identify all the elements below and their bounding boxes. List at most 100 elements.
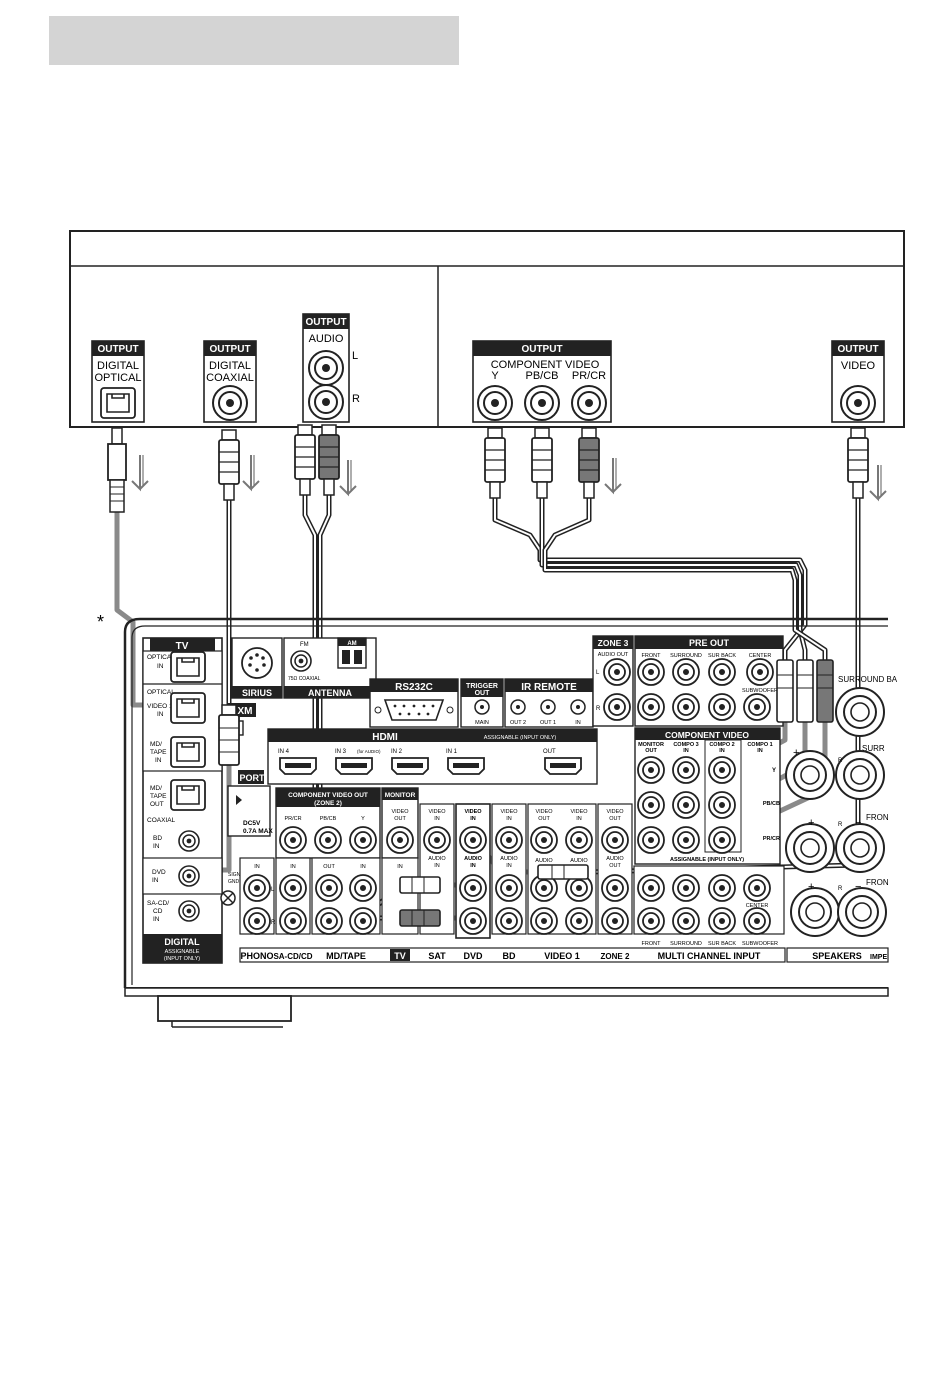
dvd-audio-in-l1: AUDIO (464, 856, 482, 862)
cv-row-pb: PB/CB (763, 801, 780, 807)
speaker-terminal-icon (785, 823, 835, 873)
bd-video-in-l2: IN (506, 816, 512, 822)
zone3-r: R (596, 706, 601, 712)
video-plug-receiver (537, 864, 589, 880)
speaker-r-2: R (838, 822, 843, 828)
cv-footer: ASSIGNABLE (INPUT ONLY) (670, 857, 744, 863)
cvo-jack-icon (349, 826, 377, 854)
fm-jack-icon (290, 650, 312, 672)
coaxial-plug-receiver (218, 704, 240, 766)
optical-plug (107, 427, 127, 513)
audio-label: AUDIO (309, 333, 344, 345)
speaker-plus-2: + (808, 817, 814, 829)
speaker-surround-back: SURROUND BA (838, 675, 898, 684)
mci-center: CENTER (746, 903, 769, 909)
speaker-plus-3: + (808, 881, 814, 893)
bd-audio-in-l2: IN (506, 863, 512, 869)
pre-out-label: PRE OUT (689, 638, 730, 648)
sat-audio-in-l2: IN (434, 863, 440, 869)
dvd-video-jack-icon (459, 826, 487, 854)
speaker-plus-1: + (793, 747, 799, 759)
fm-label: FM (300, 642, 309, 648)
speaker-terminal-icon (790, 887, 840, 937)
trigger-main-label: MAIN (475, 720, 489, 726)
label-dvd: DVD (463, 951, 483, 961)
pre-out-surback: SUR BACK (708, 653, 736, 659)
cvo-pr: PR/CR (284, 816, 301, 822)
source-digital-optical-output: OUTPUT DIGITAL OPTICAL (91, 340, 145, 423)
phono-jack-icon (243, 907, 271, 935)
output-badge-audio: OUTPUT (305, 317, 346, 328)
md-tape-out-l2: TAPE (150, 793, 167, 800)
dvd-audio-in-l2: IN (470, 863, 476, 869)
audio-left-label: L (352, 350, 358, 362)
label-phono: PHONO (240, 951, 273, 961)
md-tape-in-l2: TAPE (150, 749, 167, 756)
digital-optical-line2: OPTICAL (94, 372, 141, 384)
speaker-surr: SURR (862, 744, 885, 753)
component-plug-pb (531, 427, 553, 499)
receiver-zone3: ZONE 3 AUDIO OUT L R (592, 635, 634, 727)
arrow-down-icon (242, 454, 260, 490)
hdmi-in3-note: (for AUDIO) (357, 749, 381, 754)
z2-video-out-l1: VIDEO (606, 809, 624, 815)
source-digital-coaxial-output: OUTPUT DIGITAL COAXIAL (203, 340, 257, 423)
speaker-r-1: R (838, 758, 843, 764)
component-pb-label: PB/CB (525, 370, 558, 382)
sacd-jack-icon (279, 907, 307, 935)
hdmi-in4: IN 4 (278, 749, 290, 755)
speaker-terminal-icon (835, 750, 885, 800)
sacd-jack-icon (279, 874, 307, 902)
sirius-label: SIRIUS (242, 688, 272, 698)
antenna-label: ANTENNA (308, 688, 352, 698)
z2-jack-icon (601, 826, 629, 854)
component-y-label: Y (491, 370, 499, 382)
component-jack-icon (637, 791, 665, 819)
mci-jack-icon (672, 874, 700, 902)
trigger-label-l2: OUT (475, 690, 491, 697)
preout-jack-icon (672, 693, 700, 721)
cv-col2-l1: COMPO 3 (673, 742, 698, 748)
z2-audio-out-l1: AUDIO (606, 856, 624, 862)
receiver-chassis (123, 617, 889, 1028)
component-jack-icon (672, 791, 700, 819)
label-bd: BD (503, 951, 516, 961)
v1-jack-icon (565, 907, 593, 935)
optical-tv-port-icon (170, 651, 206, 683)
mci-jack-icon (743, 907, 771, 935)
receiver-inputs: COMPONENT VIDEO OUT (ZONE 2) PR/CR PB/CB… (239, 787, 786, 963)
dc5v-label: DC5V (243, 820, 261, 827)
digital-coaxial-line2: COAXIAL (206, 372, 254, 384)
md-tape-out-l1: MD/ (150, 785, 162, 792)
label-video1: VIDEO 1 (544, 951, 580, 961)
trigger-label-l1: TRIGGER (466, 683, 498, 690)
cvo-jack-icon (314, 826, 342, 854)
optical-video1-port-icon (170, 692, 206, 724)
z2-jack-icon (601, 874, 629, 902)
ir-out1: OUT 1 (540, 720, 556, 726)
cvo-y: Y (361, 816, 365, 822)
cv-col1-l2: OUT (645, 748, 657, 754)
md-out: OUT (323, 864, 335, 870)
label-mdtape: MD/TAPE (326, 951, 366, 961)
hdmi-out: OUT (543, 749, 556, 755)
dvd-audio-r-jack-icon (459, 907, 487, 935)
zone3-right-jack-icon (603, 693, 631, 721)
md-tape-in-l3: IN (155, 757, 162, 764)
component-video-label: COMPONENT VIDEO (491, 359, 600, 371)
audio-right-jack-icon (308, 384, 344, 420)
row-r: R (271, 920, 276, 926)
audio-plugs-receiver (399, 876, 441, 927)
mci-jack-icon (708, 907, 736, 935)
label-tv: TV (394, 951, 406, 961)
source-video-output: OUTPUT VIDEO (831, 340, 885, 423)
pre-out-subwoofer: SUBWOOFER (742, 688, 778, 694)
dvd-video-in-l2: IN (470, 816, 476, 822)
dvd-video-in-l1: VIDEO (464, 809, 482, 815)
component-jack-icon (637, 756, 665, 784)
mci-front: FRONT (642, 941, 662, 947)
coax-dvd-jack-icon (178, 865, 200, 887)
optical-video1-l2: VIDEO 1 (147, 703, 173, 710)
sacd-in-l1: SA-CD/ (147, 900, 169, 907)
cv-row-pr: PR/CR (763, 836, 780, 842)
